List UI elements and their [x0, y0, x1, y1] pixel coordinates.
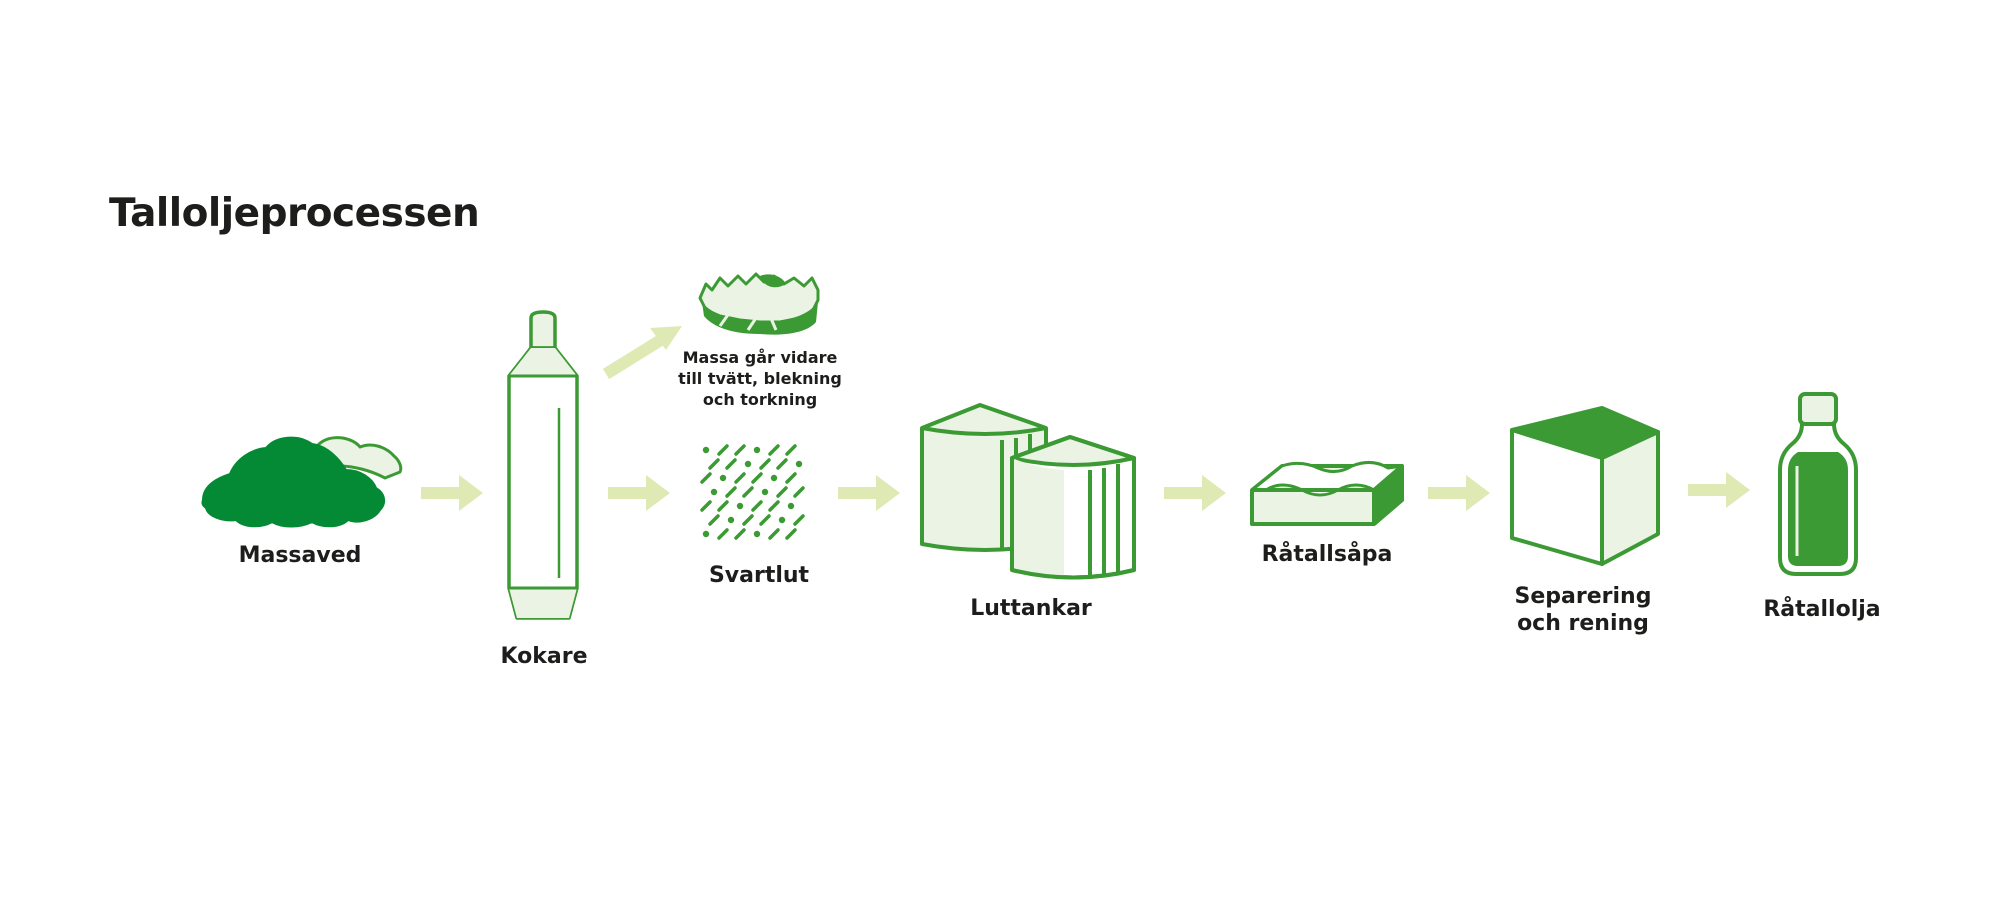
massaved-label: Massaved — [238, 543, 362, 568]
particle-dash — [776, 458, 788, 470]
particle-dot — [736, 502, 744, 510]
particle-dash — [759, 458, 771, 470]
digester-icon — [507, 310, 579, 620]
particle-dot — [710, 488, 718, 496]
particle-dot — [778, 516, 786, 524]
particle-dot — [702, 446, 710, 454]
separering-label: Separering och rening — [1514, 584, 1652, 636]
particle-dash — [717, 444, 729, 456]
page-title: Talloljeprocessen — [109, 191, 480, 236]
particle-dot — [702, 530, 710, 538]
diagonal-flow-arrow — [602, 326, 682, 380]
particle-dash — [759, 514, 771, 526]
particle-dot — [744, 460, 752, 468]
kokare-label: Kokare — [500, 644, 588, 669]
flow-arrow — [1428, 475, 1490, 511]
particle-dash — [785, 444, 797, 456]
wood-pile-icon — [201, 436, 403, 528]
ratallsapa-label: Råtallsåpa — [1261, 542, 1393, 567]
particle-dash — [717, 500, 729, 512]
pulp-icon — [698, 272, 820, 335]
particle-dot — [761, 488, 769, 496]
particle-dash — [768, 500, 780, 512]
flow-arrow — [1688, 472, 1750, 508]
particles-icon — [700, 444, 805, 540]
particle-dot — [795, 460, 803, 468]
particle-dot — [719, 474, 727, 482]
particle-dash — [734, 444, 746, 456]
particle-dot — [727, 516, 735, 524]
particle-dot — [753, 530, 761, 538]
particle-dash — [708, 514, 720, 526]
particle-dash — [725, 458, 737, 470]
flow-arrow — [1164, 475, 1226, 511]
particle-dash — [725, 486, 737, 498]
bottle-icon — [1778, 392, 1858, 576]
particle-dash — [734, 472, 746, 484]
particle-dot — [753, 446, 761, 454]
particle-dash — [708, 458, 720, 470]
particle-dash — [742, 514, 754, 526]
particle-dot — [770, 474, 778, 482]
particle-dot — [787, 502, 795, 510]
tanks-icon — [920, 403, 1136, 580]
flow-arrow — [421, 475, 483, 511]
particle-dash — [776, 486, 788, 498]
svartlut-label: Svartlut — [708, 563, 810, 588]
particle-dash — [751, 472, 763, 484]
particle-dash — [700, 500, 712, 512]
flow-arrow — [608, 475, 670, 511]
cube-icon — [1510, 406, 1660, 566]
particle-dash — [793, 486, 805, 498]
particle-dash — [768, 528, 780, 540]
particle-dash — [717, 528, 729, 540]
particle-dash — [700, 472, 712, 484]
massa-label: Massa går vidare till tvätt, blekning oc… — [678, 348, 842, 409]
particle-dash — [785, 472, 797, 484]
soap-tray-icon — [1250, 461, 1404, 526]
ratallolja-label: Råtallolja — [1763, 597, 1881, 622]
particle-dash — [751, 500, 763, 512]
particle-dash — [793, 514, 805, 526]
flow-arrow — [838, 475, 900, 511]
particle-dash — [742, 486, 754, 498]
luttankar-label: Luttankar — [970, 596, 1092, 621]
particle-dash — [768, 444, 780, 456]
particle-dash — [785, 528, 797, 540]
particle-dash — [734, 528, 746, 540]
